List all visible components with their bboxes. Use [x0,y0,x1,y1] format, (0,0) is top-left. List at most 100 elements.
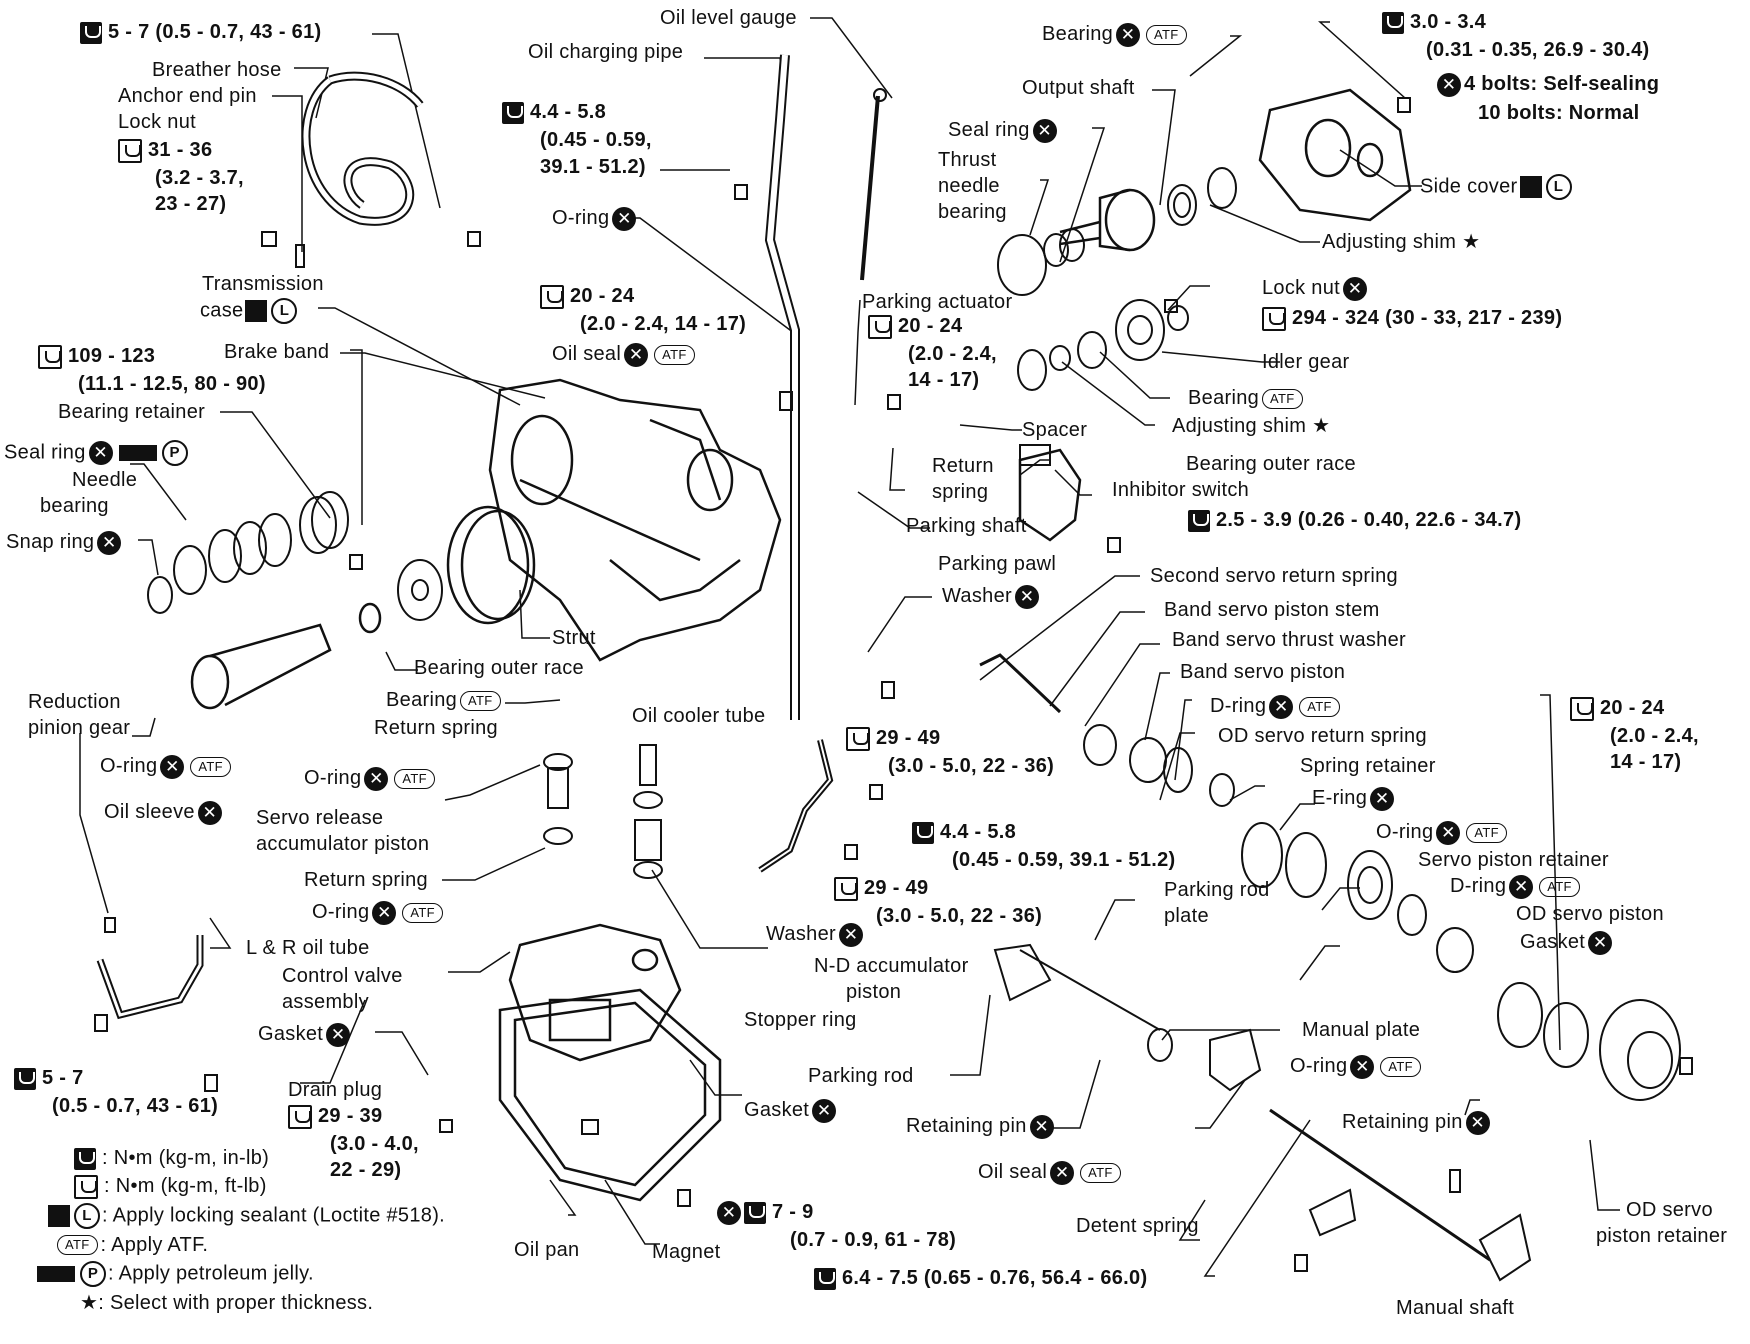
label-bearing-outer-race-left: Bearing outer race [414,657,584,679]
discard-icon: ✕ [364,766,389,791]
atf-icon: ATF [1080,1162,1121,1183]
label-output-shaft: Output shaft [1022,77,1135,99]
label-text: O-ring [100,755,158,777]
detent-spring-part [1308,1188,1357,1237]
label-text: 20 - 24 [898,315,963,337]
label-idler-gear: Idler gear [1262,351,1350,373]
label-text: 4 bolts: Self-sealing [1464,73,1660,95]
atf-icon: ATF [460,690,501,711]
label-text: Gasket [258,1023,324,1045]
label-drain-plug: Drain plug [288,1079,383,1101]
label-text: 3.0 - 3.4 [1410,11,1487,33]
torque-label-5-7-top: 5 - 7 (0.5 - 0.7, 43 - 61) [80,20,321,44]
legend-row-jelly: P: Apply petroleum jelly. [34,1260,433,1287]
label-seal-ring-left: Seal ring✕P [4,440,190,466]
discard-icon: ✕ [612,206,637,231]
discard-icon: ✕ [97,530,122,555]
atf-icon: ATF [654,344,695,365]
torque-wrench-icon [846,726,870,751]
thrust-needle-bearing-part [997,234,1047,296]
torque-label-109-123: 109 - 123 [38,344,155,369]
label-reduction: Reduction [28,691,121,713]
label-o-ring-right: O-ring✕ATF [1376,820,1510,845]
jelly-tube-icon [37,1265,75,1282]
label-oil-seal-top: Oil seal✕ATF [552,342,698,367]
label-magnet: Magnet [652,1241,721,1263]
label-stopper-ring: Stopper ring [744,1009,857,1031]
label-parking-rod-low: Parking rod [808,1065,914,1087]
legend-row-torque-in-lb: : N•m (kg-m, in-lb) [74,1146,473,1170]
bolts [94,97,1693,1272]
torque-wrench-icon [540,284,564,309]
label-spring-retainer: Spring retainer [1300,755,1436,777]
torque-wrench-icon [744,1201,766,1224]
label-od-servo: OD servo [1626,1199,1713,1221]
label-strut: Strut [552,627,596,649]
torque-wrench-icon [288,1104,312,1129]
torque-label-4-4-low: 4.4 - 5.8 [912,820,1016,844]
label-parking-pawl: Parking pawl [938,553,1057,575]
label-oil-pan: Oil pan [514,1239,580,1261]
discard-icon: ✕ [1014,584,1039,609]
discard-icon: ✕ [838,922,863,947]
label-text: Retaining pin [906,1115,1027,1137]
label-text: Side cover [1420,175,1518,198]
legend-text: : N•m (kg-m, in-lb) [102,1147,270,1169]
reduction-pinion-gear-part [190,602,382,710]
label-o-ring-mid: O-ring✕ [552,206,639,231]
discard-icon: ✕ [160,754,185,779]
label-manual-shaft: Manual shaft [1396,1297,1515,1319]
label-n-d-accumulator: N-D accumulator [814,955,969,977]
label-o-ring-low: O-ring✕ATF [312,900,446,925]
discard-icon: ✕ [197,800,222,825]
oil-cooler-tube-part [758,739,834,873]
atf-icon: ATF [1380,1056,1421,1077]
legend-row-select: ★: Select with proper thickness. [80,1291,479,1315]
label-d-ring-low: D-ring✕ATF [1450,874,1583,899]
torque-label-5-7-low-b: (0.5 - 0.7, 43 - 61) [52,1095,219,1117]
torque-wrench-icon [14,1067,36,1090]
label-control-valve: Control valve [282,965,403,987]
torque-wrench-icon [834,876,858,901]
label-pinion-gear: pinion gear [28,717,131,739]
label-parking-shaft: Parking shaft [906,515,1027,537]
atf-icon: ATF [1466,822,1507,843]
atf-icon: ATF [1146,24,1187,45]
torque-label-7-9: ✕7 - 9 [714,1200,814,1225]
label-plate: plate [1164,905,1209,927]
label-spacer: Spacer [1022,419,1088,441]
label-return-spring-mid: Return spring [374,717,498,739]
label-text: 5 - 7 [42,1067,84,1089]
label-spring: spring [932,481,989,503]
brake-band-part [446,505,536,625]
label-parking-actuator: Parking actuator [862,291,1013,313]
label-o-ring-far: O-ring✕ATF [1290,1054,1424,1079]
legend-text: : Select with proper thickness. [98,1291,374,1314]
label-thrust: Thrust [938,149,997,171]
label-retaining-pin-left: Retaining pin✕ [906,1114,1057,1139]
label-snap-ring: Snap ring✕ [6,530,124,555]
loctite-icon: L [271,298,298,324]
label-oil-sleeve: Oil sleeve✕ [104,800,225,825]
label-bearing-retainer: Bearing retainer [58,401,206,423]
oil-charging-pipe [764,54,800,720]
label-text: Oil seal [978,1161,1048,1183]
discard-icon: ✕ [372,900,397,925]
label-accumulator-piston: accumulator piston [256,833,430,855]
torque-label-29-49-top-b: (3.0 - 5.0, 22 - 36) [888,755,1055,777]
legend-text: : Apply locking sealant (Loctite #518). [102,1204,446,1226]
torque-wrench-icon [1262,306,1286,331]
torque-label-29-49-low-b: (3.0 - 5.0, 22 - 36) [876,905,1043,927]
label-anchor-end-pin: Anchor end pin [118,85,257,107]
label-second-servo-return-spring: Second servo return spring [1150,565,1398,587]
torque-label-7-9-b: (0.7 - 0.9, 61 - 78) [790,1229,957,1251]
label-band-servo-thrust-washer: Band servo thrust washer [1172,629,1406,651]
label-text: Oil seal [552,343,622,365]
label-10-bolts: 10 bolts: Normal [1478,102,1640,124]
oil-pan-part [498,988,722,1202]
label-breather-hose: Breather hose [152,59,282,81]
label-oil-charging-pipe: Oil charging pipe [528,41,684,63]
